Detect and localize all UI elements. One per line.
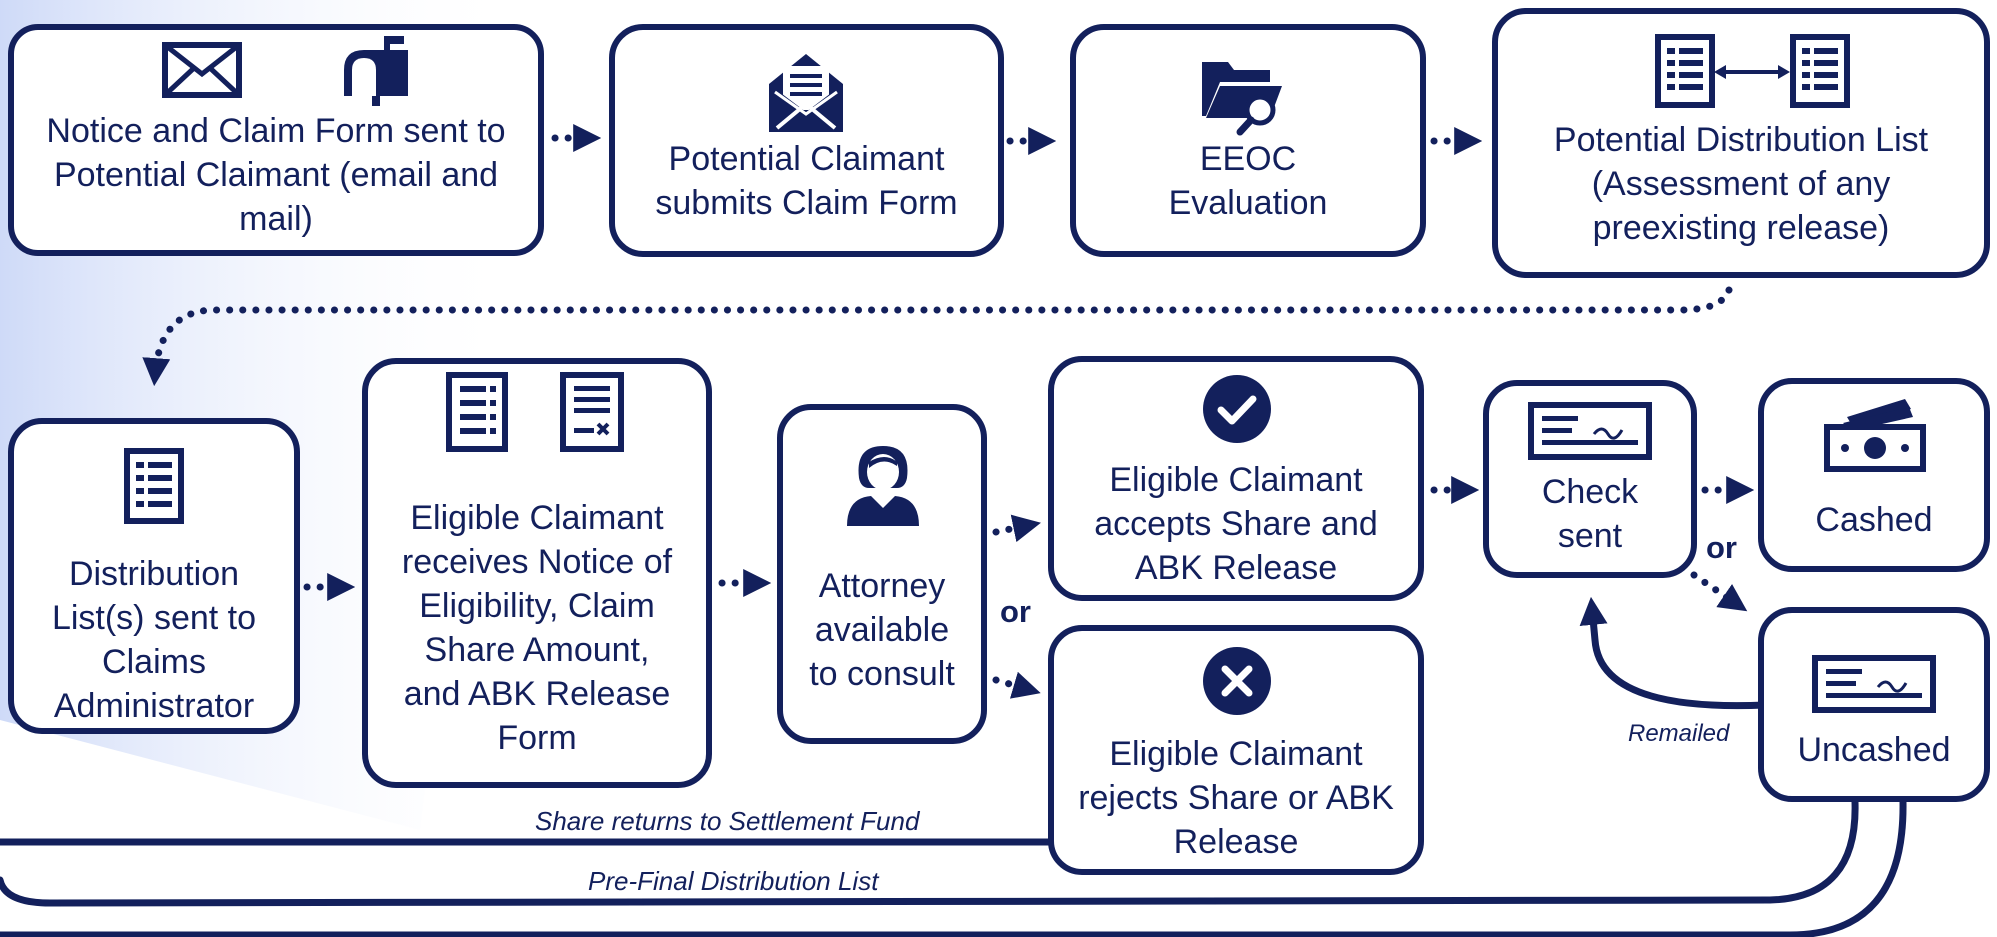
share-returns-label: Share returns to Settlement Fund	[535, 806, 920, 836]
arrow-remailed	[1579, 596, 1769, 710]
node-eligible-receives: Eligible Claimant receives Notice of Eli…	[362, 358, 712, 788]
node-notice: Notice and Claim Form sent to Potential …	[8, 24, 544, 256]
bidirectional-arrow-icon	[1714, 65, 1790, 79]
open-envelope-letter-icon	[769, 54, 843, 132]
check-document-icon	[1812, 655, 1936, 713]
document-list-icon	[124, 448, 184, 524]
remailed-label: Remailed	[1628, 720, 1730, 747]
folder-search-icon	[1202, 62, 1282, 136]
arrow-attorney-to-rejects	[992, 671, 1041, 699]
or-label: or	[1000, 594, 1031, 629]
person-icon	[847, 446, 919, 526]
envelope-icon	[162, 42, 242, 98]
node-potential-list: Potential Distribution List (Assessment …	[1492, 8, 1990, 278]
line-uncashed-return	[0, 798, 1907, 937]
document-list-icon	[1790, 34, 1850, 108]
node-eeoc: EEOC Evaluation	[1070, 24, 1426, 257]
arrow-attorney-to-accepts	[992, 514, 1041, 543]
line-pre-final	[0, 798, 1859, 907]
cash-icon	[1824, 399, 1926, 472]
x-circle-icon	[1203, 647, 1271, 715]
form-signature-icon	[560, 372, 624, 452]
pre-final-label: Pre-Final Distribution List	[588, 866, 879, 896]
arrow-list-to-distribution	[142, 286, 1733, 387]
or-label: or	[1706, 530, 1737, 565]
check-circle-icon	[1203, 375, 1271, 443]
arrow-check-to-uncashed	[1690, 571, 1748, 612]
check-document-icon	[1528, 402, 1652, 460]
document-list-icon	[446, 372, 508, 452]
node-submits: Potential Claimant submits Claim Form	[609, 24, 1004, 257]
document-list-icon	[1655, 34, 1715, 108]
mailbox-icon	[344, 36, 408, 106]
